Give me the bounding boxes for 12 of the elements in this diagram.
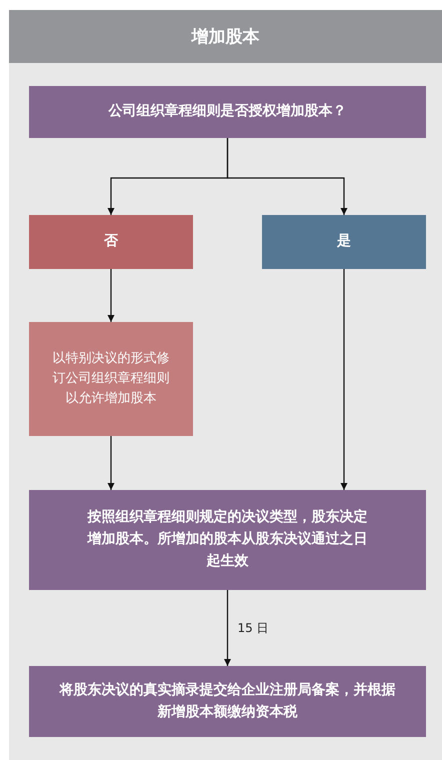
arrow <box>340 269 348 490</box>
arrow <box>226 138 348 215</box>
answer-box: 否 <box>29 215 193 269</box>
title-bar: 增加股本 <box>9 10 442 63</box>
arrow <box>108 269 114 322</box>
question-box: 公司组织章程细则是否授权增加股本？ <box>29 86 426 138</box>
answer-box: 是 <box>262 215 426 269</box>
process-box: 以特别决议的形式修订公司组织章程细则以允许增加股本 <box>29 322 193 436</box>
arrow <box>224 590 231 666</box>
arrow <box>108 436 114 490</box>
process-box: 将股东决议的真实摘录提交给企业注册局备案，并根据新增股本额缴纳资本税 <box>29 666 426 737</box>
process-box: 按照组织章程细则规定的决议类型，股东决定增加股本。所增加的股本从股东决议通过之日起生效 <box>29 490 426 590</box>
